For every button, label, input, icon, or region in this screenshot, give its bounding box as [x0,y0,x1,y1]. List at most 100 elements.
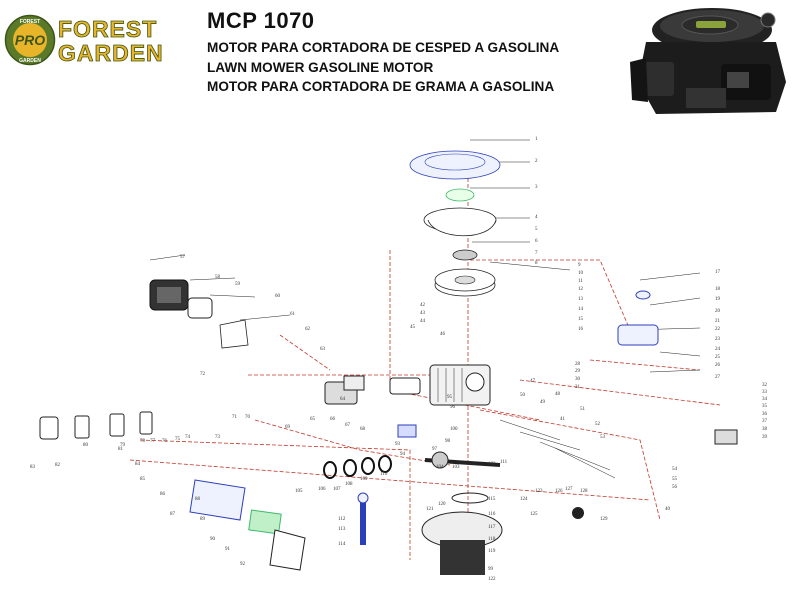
part-number-label: 15 [578,317,584,322]
part-number-label: 67 [345,423,351,428]
part-number-label: 107 [333,487,341,492]
part-number-label: 84 [135,462,141,467]
part-number-label: 27 [715,375,721,380]
part-number-label: 66 [330,417,336,422]
crankshaft [424,451,501,469]
flywheel [434,268,496,297]
part-number-label: 13 [578,297,584,302]
intake-manifold [389,377,421,395]
part-number-label: 3 [535,185,538,190]
part-number-label: 98 [445,439,451,444]
part-number-label: 106 [318,487,326,492]
part-number-label: 71 [232,415,238,420]
part-number-label: 69 [285,425,291,430]
part-number-label: 93 [395,442,401,447]
part-number-label: 121 [426,507,434,512]
ignition-coil [397,424,417,438]
part-number-label: 45 [410,325,416,330]
part-number-label: 79 [120,443,126,448]
part-number-label: 74 [185,435,191,440]
forest-garden-logo: FOREST GARDEN PRO FOREST GARDEN [4,14,163,66]
part-number-label: 112 [338,517,346,522]
part-number-label: 2 [535,159,538,164]
part-number-label: 94 [400,452,406,457]
part-number-label: 96 [450,405,456,410]
part-number-label: 116 [488,512,496,517]
part-number-label: 33 [762,390,768,395]
part-number-label: 52 [595,422,601,427]
part-number-label: 89 [200,517,206,522]
part-number-label: 122 [488,577,496,582]
carburetor [324,375,365,405]
part-number-label: 126 [555,489,563,494]
part-number-label: 47 [530,379,536,384]
part-number-label: 57 [180,255,186,260]
part-number-label: 9 [578,263,581,268]
air-filter-gaskets [39,411,153,440]
part-number-label: 32 [762,383,768,388]
part-number-label: 102 [488,462,496,467]
part-number-label: 53 [600,435,606,440]
part-number-label: 50 [520,393,526,398]
part-number-label: 19 [715,297,721,302]
part-number-label: 55 [672,477,678,482]
description-portuguese: MOTOR PARA CORTADORA DE GRAMA A GASOLINA [207,79,555,94]
part-number-label: 62 [305,327,311,332]
part-number-label: 82 [55,463,61,468]
part-number-label: 113 [338,527,346,532]
part-number-label: 87 [170,512,176,517]
part-number-label: 85 [140,477,146,482]
part-number-label: 31 [575,385,581,390]
part-number-label: 39 [762,435,768,440]
part-number-label: 5 [535,227,538,232]
part-number-label: 90 [210,537,216,542]
description-spanish: MOTOR PARA CORTADORA DE CESPED A GASOLIN… [207,40,560,55]
part-number-label: 17 [715,270,721,275]
part-number-label: 83 [30,465,36,470]
part-number-label: 76 [162,439,168,444]
part-number-label: 28 [575,362,581,367]
part-number-label: 29 [575,369,581,374]
part-number-label: 103 [452,465,460,470]
part-number-label: 68 [360,427,366,432]
part-number-label: 119 [488,549,496,554]
part-number-label: 37 [762,419,768,424]
part-number-label: 4 [535,215,538,220]
part-number-label: 75 [175,437,181,442]
part-number-label: 60 [275,294,281,299]
part-number-label: 63 [320,347,326,352]
part-number-label: 99 [488,567,494,572]
logo-pro: PRO [15,32,45,48]
part-number-label: 117 [488,525,496,530]
part-number-label: 88 [195,497,201,502]
engine-photo [630,8,786,114]
part-number-label: 23 [715,337,721,342]
governor-assembly [357,492,369,545]
part-number-label: 72 [200,372,206,377]
part-number-label: 111 [500,460,508,465]
part-number-label: 97 [432,447,438,452]
part-number-label: 58 [215,275,221,280]
model-title: MCP 1070 [207,8,315,33]
part-number-label: 10 [578,271,584,276]
part-number-label: 48 [555,392,561,397]
part-number-label: 8 [535,261,538,266]
part-number-label: 1 [535,137,538,142]
part-number-label: 70 [245,415,251,420]
part-number-label: 56 [672,485,678,490]
part-number-label: 105 [295,489,303,494]
part-number-label: 80 [83,443,89,448]
part-number-label: 7 [535,251,538,256]
fan-gear [452,249,478,261]
part-number-label: 101 [468,462,476,467]
part-number-label: 25 [715,355,721,360]
air-filter-assembly [149,279,249,349]
logo-ring-bottom: GARDEN [19,58,41,64]
part-number-label: 22 [715,327,721,332]
part-number-label: 34 [762,397,768,402]
part-number-label: 61 [290,312,296,317]
part-number-label: 81 [118,447,124,452]
part-number-label: 41 [560,417,566,422]
part-number-label: 115 [488,497,496,502]
